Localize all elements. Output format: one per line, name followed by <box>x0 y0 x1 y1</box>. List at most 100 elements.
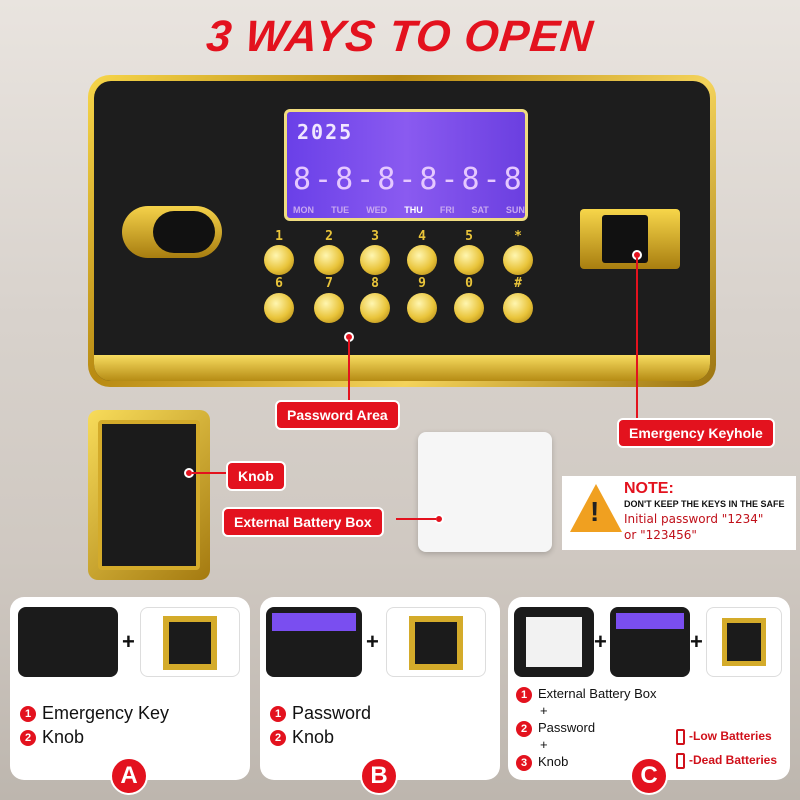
step-text: Knob <box>42 727 85 747</box>
connector-line <box>348 340 350 402</box>
knob-plate <box>88 410 210 580</box>
lcd-year: 2025 <box>297 120 354 144</box>
dead-battery-legend: -Dead Batteries <box>676 751 777 769</box>
day: MON <box>293 205 314 215</box>
keypad-button[interactable] <box>360 293 390 323</box>
password-thumb <box>610 607 690 677</box>
method-letter: A <box>110 757 148 795</box>
external-battery-box <box>418 432 552 552</box>
key-label: 0 <box>465 276 473 291</box>
knob-thumb-face <box>722 618 766 666</box>
day: FRI <box>439 205 455 215</box>
note-line: Initial password "1234" <box>624 512 764 526</box>
plus: + <box>540 703 548 718</box>
exclamation-icon: ! <box>590 496 600 527</box>
keypad-button[interactable] <box>264 245 294 275</box>
step-number: 1 <box>516 686 532 703</box>
knob-thumb <box>386 607 486 677</box>
keypad-button[interactable] <box>454 293 484 323</box>
password-thumb <box>266 607 362 677</box>
day: WED <box>366 205 388 215</box>
emergency-keyhole-icon[interactable] <box>580 209 680 269</box>
day: SAT <box>471 205 489 215</box>
safe-panel: 2025 8-8-8-8-8-8-8-8 MON TUE WED THU FRI… <box>88 75 716 387</box>
step-number: 1 <box>270 706 286 723</box>
low-battery-icon <box>676 728 685 745</box>
knob-thumb <box>140 607 240 677</box>
note-line: DON'T KEEP THE KEYS IN THE SAFE <box>624 499 785 509</box>
connector-line <box>636 258 638 420</box>
step-number: 3 <box>516 754 532 771</box>
plus: + <box>690 629 703 654</box>
page-title: 3 WAYS TO OPEN <box>204 12 596 61</box>
step-text: Password <box>292 703 372 723</box>
keypad-button[interactable] <box>407 293 437 323</box>
key-label: # <box>514 276 522 291</box>
keypad-button[interactable] <box>314 245 344 275</box>
step: 3 Knob <box>516 753 657 771</box>
dead-battery-text: -Dead Batteries <box>689 753 778 767</box>
keypad-button[interactable] <box>454 245 484 275</box>
step: 1 External Battery Box <box>516 685 657 703</box>
step-number: 1 <box>20 706 36 723</box>
low-battery-legend: -Low Batteries <box>676 727 772 745</box>
external-battery-box-label: External Battery Box <box>222 507 384 537</box>
keypad-button[interactable] <box>264 293 294 323</box>
key-label: 3 <box>371 229 379 244</box>
note-box: ! NOTE: DON'T KEEP THE KEYS IN THE SAFE … <box>562 476 796 550</box>
step-text: Knob <box>538 754 569 769</box>
step-text: Knob <box>292 727 335 747</box>
day-active: THU <box>404 205 423 215</box>
key-label: 9 <box>418 276 426 291</box>
key-label: 8 <box>371 276 379 291</box>
note-line: or "123456" <box>624 528 697 542</box>
key-label: 2 <box>325 229 333 244</box>
key-label: * <box>514 229 522 244</box>
battery-thumb-box <box>526 617 582 667</box>
step-text: Emergency Key <box>42 703 170 723</box>
knob-thumb-face <box>163 616 217 670</box>
step: 1 Password <box>270 701 371 725</box>
keypad-button[interactable] <box>314 293 344 323</box>
emergency-keyhole-label: Emergency Keyhole <box>617 418 775 448</box>
lcd-thumb <box>272 613 356 631</box>
dead-battery-icon <box>676 752 685 769</box>
keypad-button[interactable] <box>503 293 533 323</box>
step-text: External Battery Box <box>538 686 657 701</box>
connector-line <box>396 518 436 520</box>
key-label: 5 <box>465 229 473 244</box>
gold-strip <box>94 355 710 381</box>
lcd-digits: 8-8-8-8-8-8-8-8 <box>293 162 525 197</box>
knob-grip <box>153 211 215 253</box>
lcd-display: 2025 8-8-8-8-8-8-8-8 MON TUE WED THU FRI… <box>284 109 528 221</box>
knob-handle[interactable] <box>122 206 222 258</box>
keypad-button[interactable] <box>360 245 390 275</box>
warning-icon <box>570 484 622 532</box>
knob-plate-face <box>98 420 200 570</box>
method-letter: B <box>360 757 398 795</box>
lcd-thumb <box>616 613 684 629</box>
knob-thumb-face <box>409 616 463 670</box>
safe-face: 2025 8-8-8-8-8-8-8-8 MON TUE WED THU FRI… <box>94 81 710 381</box>
method-letter: C <box>630 757 668 795</box>
key-label: 6 <box>275 276 283 291</box>
keypad-button[interactable] <box>503 245 533 275</box>
plus: + <box>594 629 607 654</box>
key-label: 4 <box>418 229 426 244</box>
plus: + <box>540 737 548 752</box>
knob-thumb <box>706 607 782 677</box>
note-heading: NOTE: <box>624 480 674 497</box>
knob-label: Knob <box>226 461 286 491</box>
keypad-button[interactable] <box>407 245 437 275</box>
low-battery-text: -Low Batteries <box>689 729 772 743</box>
key-label: 7 <box>325 276 333 291</box>
connector-line <box>192 472 228 474</box>
step-text: Password <box>538 720 596 735</box>
